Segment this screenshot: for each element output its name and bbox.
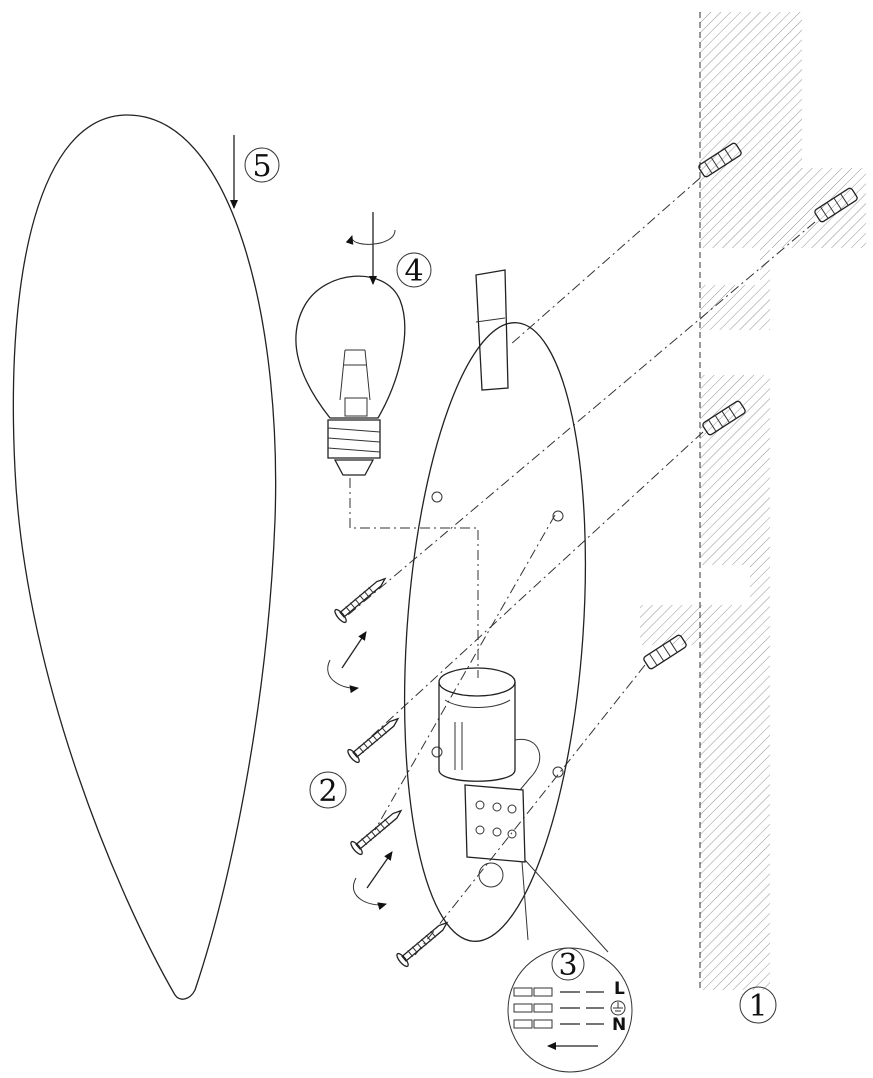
callout-5: 5 <box>244 147 280 184</box>
wall-anchor <box>698 142 742 178</box>
terminal-label-neutral: N <box>612 1015 626 1035</box>
terminal-label-live: L <box>614 979 625 999</box>
screw <box>347 717 400 764</box>
callout-2: 2 <box>309 771 347 809</box>
screw <box>350 809 403 856</box>
wall <box>640 12 866 990</box>
svg-text:5: 5 <box>252 149 271 184</box>
wall-anchor <box>702 400 746 436</box>
alignment-lines <box>347 177 816 956</box>
svg-text:3: 3 <box>558 948 577 983</box>
lamp-shade <box>12 114 277 1000</box>
callout-4: 4 <box>396 252 432 289</box>
screw <box>396 921 449 968</box>
screw <box>334 577 387 624</box>
wall-anchor <box>643 634 687 670</box>
svg-text:4: 4 <box>404 254 423 289</box>
wiring-detail <box>507 859 633 1073</box>
rotate-arrow-icon <box>327 631 367 694</box>
ground-icon <box>610 1000 626 1016</box>
svg-text:2: 2 <box>318 774 337 809</box>
light-bulb <box>295 275 406 476</box>
svg-text:1: 1 <box>748 989 767 1024</box>
callout-1: 1 <box>739 986 777 1024</box>
wall-anchor <box>814 187 858 223</box>
lamp-holder <box>438 667 541 791</box>
backplate <box>403 269 587 942</box>
callout-3: 3 <box>551 947 585 983</box>
rotate-arrow-icon <box>353 851 393 911</box>
rotate-arrow-icon <box>345 229 396 245</box>
terminal-block <box>464 784 526 888</box>
